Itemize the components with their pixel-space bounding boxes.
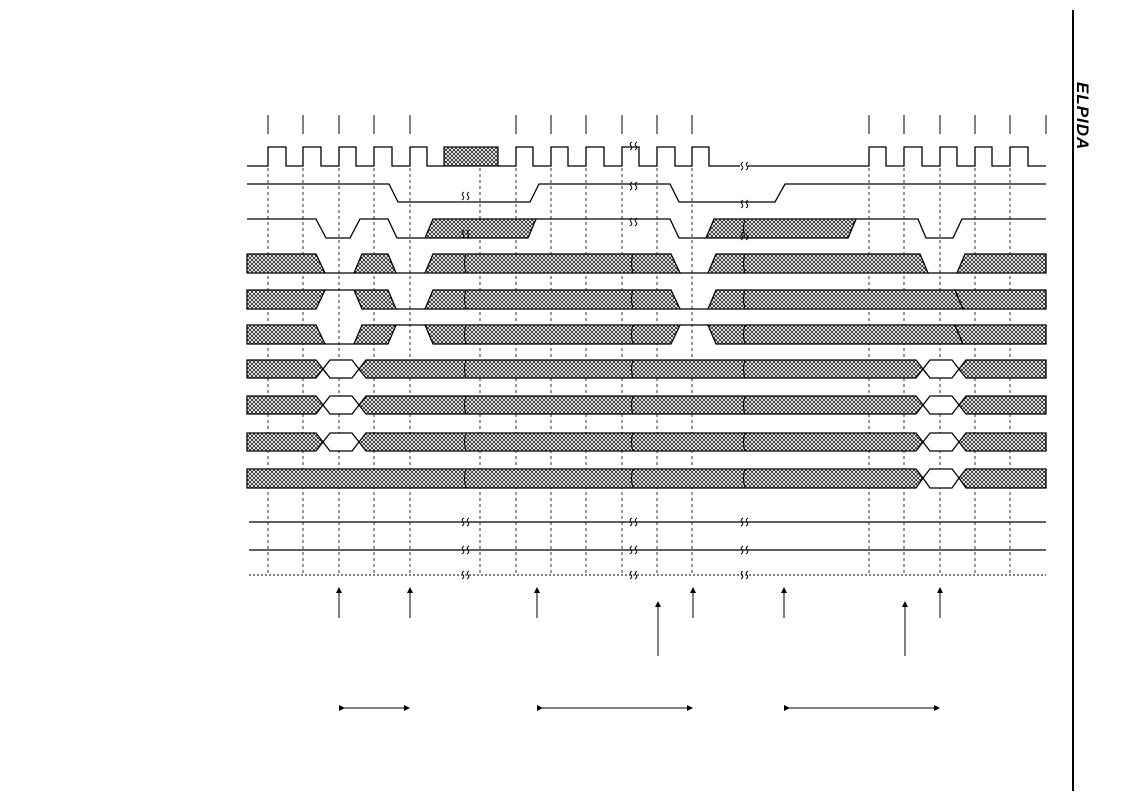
time-break-lines <box>464 218 746 489</box>
signal-row-3 <box>247 218 1046 239</box>
signal-row-10 <box>246 468 1047 489</box>
event-arrows <box>336 587 943 656</box>
time-break-marks <box>461 141 749 580</box>
signal-row-4 <box>246 253 1047 274</box>
signal-row-9 <box>246 432 1047 452</box>
signal-row-6 <box>246 324 1047 345</box>
clock-gap-block <box>443 146 499 167</box>
cycle-ticks <box>267 115 1047 134</box>
signal-row-7 <box>246 359 1047 379</box>
brand-logo: ELPIDA <box>1073 82 1092 151</box>
signal-row-2 <box>247 183 1046 203</box>
clock-signal <box>247 146 1046 167</box>
page-margin-rule <box>1072 10 1074 791</box>
signal-row-5 <box>246 289 1047 310</box>
signal-row-8 <box>246 395 1047 415</box>
